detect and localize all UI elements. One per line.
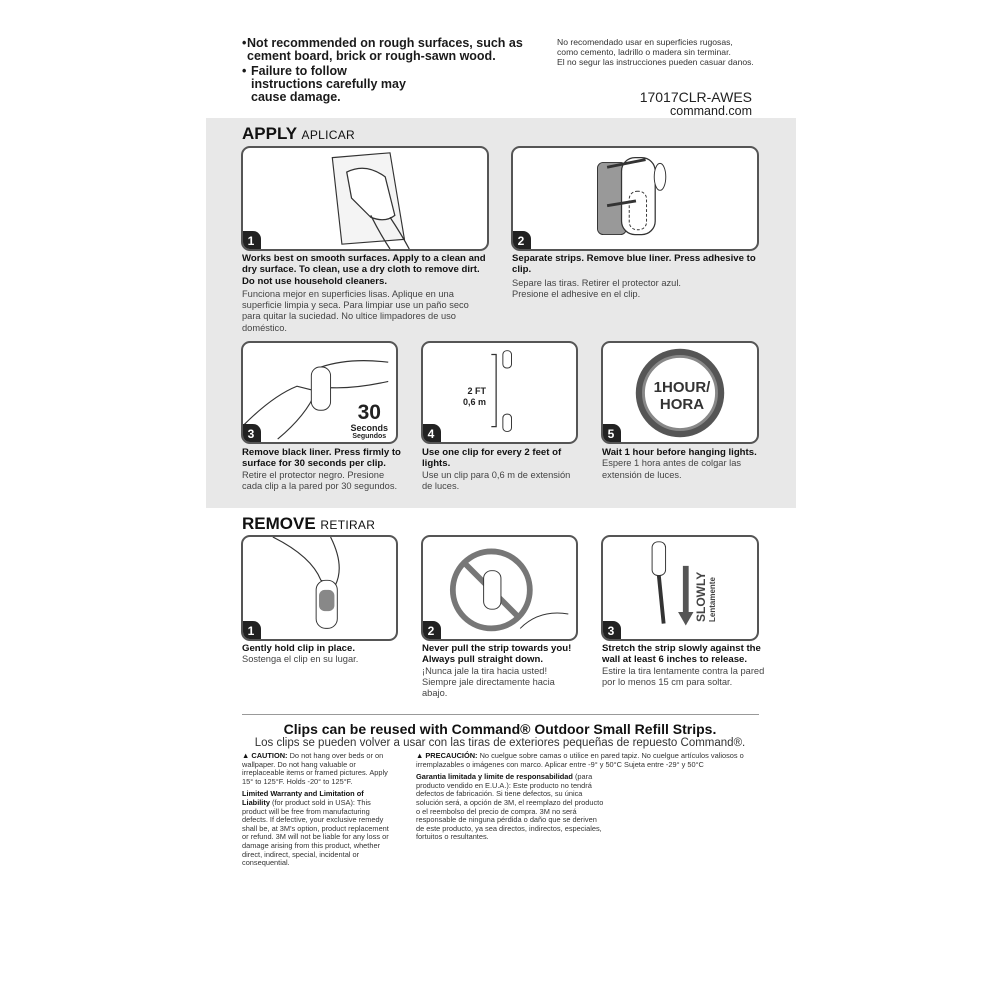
remove-step-2-text: Never pull the strip towards you! Always… — [422, 643, 582, 699]
step-text-en: Works best on smooth surfaces. Apply to … — [242, 253, 486, 287]
apply-step-5-illustration: 1HOUR/ HORA 5 — [601, 341, 759, 444]
apply-heading: APPLY APLICAR — [242, 124, 355, 143]
remove-step-2-illustration: 2 — [421, 535, 578, 641]
step-text-en: Never pull the strip towards you! Always… — [422, 643, 572, 666]
step-text-en: Use one clip for every 2 feet of lights. — [422, 447, 562, 470]
warning-triangle-icon: ▲ — [242, 751, 252, 760]
warning-triangle-icon: ▲ — [416, 751, 426, 760]
warnings-en: •Not recommended on rough surfaces, such… — [242, 37, 542, 104]
clock-label: 1HOUR/ HORA — [653, 379, 711, 413]
reuse-heading-es: Los clips se pueden volver a usar con la… — [254, 737, 746, 749]
product-code: 17017CLR-AWES — [639, 89, 752, 105]
step-text-es: Espere 1 hora antes de colgar las extens… — [602, 458, 742, 480]
spacing-label: 2 FT 0,6 m — [463, 386, 487, 407]
apply-step-1-text: Works best on smooth surfaces. Apply to … — [242, 253, 487, 334]
step-text-es: Sostenga el clip en su lugar. — [242, 654, 359, 665]
step-text-es: Funciona mejor en superficies lisas. Apl… — [242, 288, 469, 333]
apply-step-3-illustration: 30 Seconds Segundos 3 — [241, 341, 398, 444]
remove-step-3-illustration: SLOWLY Lentamente 3 — [601, 535, 759, 641]
step-number-badge: 4 — [423, 424, 441, 442]
step-text-es: Retire el protector negro. Presione cada… — [242, 469, 398, 491]
step-text-es: Estire la tira lentamente contra la pare… — [602, 665, 765, 687]
step-text-en: Gently hold clip in place. — [242, 643, 356, 654]
apply-step-4-illustration: 2 FT 0,6 m 4 — [421, 341, 578, 444]
warning-es-line: El no segur las instrucciones pueden cas… — [557, 57, 754, 67]
clock-icon — [635, 348, 725, 438]
apply-step-1-illustration: 1 — [241, 146, 489, 251]
website: command.com — [670, 104, 752, 118]
divider — [242, 714, 759, 715]
apply-step-2-illustration: 2 — [511, 146, 759, 251]
apply-step-3-text: Remove black liner. Press firmly to surf… — [242, 447, 402, 492]
step-number-badge: 2 — [423, 621, 441, 639]
warning-rough-surfaces: Not recommended on rough surfaces, such … — [247, 36, 523, 63]
remove-step-3-text: Stretch the strip slowly against the wal… — [602, 643, 767, 688]
press-clip-illustration — [243, 360, 389, 440]
step-text-en: Separate strips. Remove blue liner. Pres… — [512, 253, 756, 276]
apply-step-4-text: Use one clip for every 2 feet of lights.… — [422, 447, 582, 492]
prohibited-icon — [449, 548, 569, 632]
step-text-en: Stretch the strip slowly against the wal… — [602, 643, 761, 666]
clip-spacing-illustration — [491, 350, 512, 432]
clip-strip-illustration — [597, 156, 667, 236]
step-text-en: Remove black liner. Press firmly to surf… — [242, 447, 401, 470]
warning-instructions: Failure to follow instructions carefully… — [251, 64, 406, 104]
caution-en: ▲ CAUTION: Do not hang over beds or on w… — [242, 751, 389, 868]
warning-es-line: No recomendado usar en superficies rugos… — [557, 37, 733, 47]
step-number-badge: 3 — [243, 424, 261, 442]
timer-label: 30 Seconds Segundos — [350, 401, 388, 440]
apply-step-2-text: Separate strips. Remove blue liner. Pres… — [512, 253, 757, 300]
remove-heading: REMOVE RETIRAR — [242, 514, 376, 533]
stretch-strip-illustration — [651, 541, 694, 626]
step-number-badge: 3 — [603, 621, 621, 639]
caution-es: ▲ PRECAUCIÓN: No cuelgue sobre camas o u… — [416, 751, 744, 842]
step-text-es: Separe las tiras. Retirer el protector a… — [512, 277, 681, 299]
apply-step-5-text: Wait 1 hour before hanging lights. Esper… — [602, 447, 762, 481]
warnings-es: No recomendado usar en superficies rugos… — [557, 37, 754, 67]
hold-clip-illustration — [272, 537, 340, 629]
step-text-es: Use un clip para 0,6 m de extensión de l… — [422, 469, 571, 491]
cleaning-cloth-illustration — [331, 152, 410, 249]
step-number-badge: 1 — [243, 231, 261, 249]
remove-step-1-text: Gently hold clip in place. Sostenga el c… — [242, 643, 402, 666]
step-number-badge: 1 — [243, 621, 261, 639]
step-number-badge: 2 — [513, 231, 531, 249]
step-number-badge: 5 — [603, 424, 621, 442]
product-info: 17017CLR-AWES command.com — [640, 90, 752, 118]
slowly-label: SLOWLY Lentamente — [694, 571, 717, 622]
step-text-en: Wait 1 hour before hanging lights. — [602, 447, 757, 458]
remove-step-1-illustration: 1 — [241, 535, 398, 641]
warning-es-line: como cemento, ladrillo o madera sin term… — [557, 47, 731, 57]
reuse-heading: Clips can be reused with Command® Outdoo… — [283, 721, 717, 737]
step-text-es: ¡Nunca jale la tira hacia usted! Siempre… — [422, 665, 555, 699]
